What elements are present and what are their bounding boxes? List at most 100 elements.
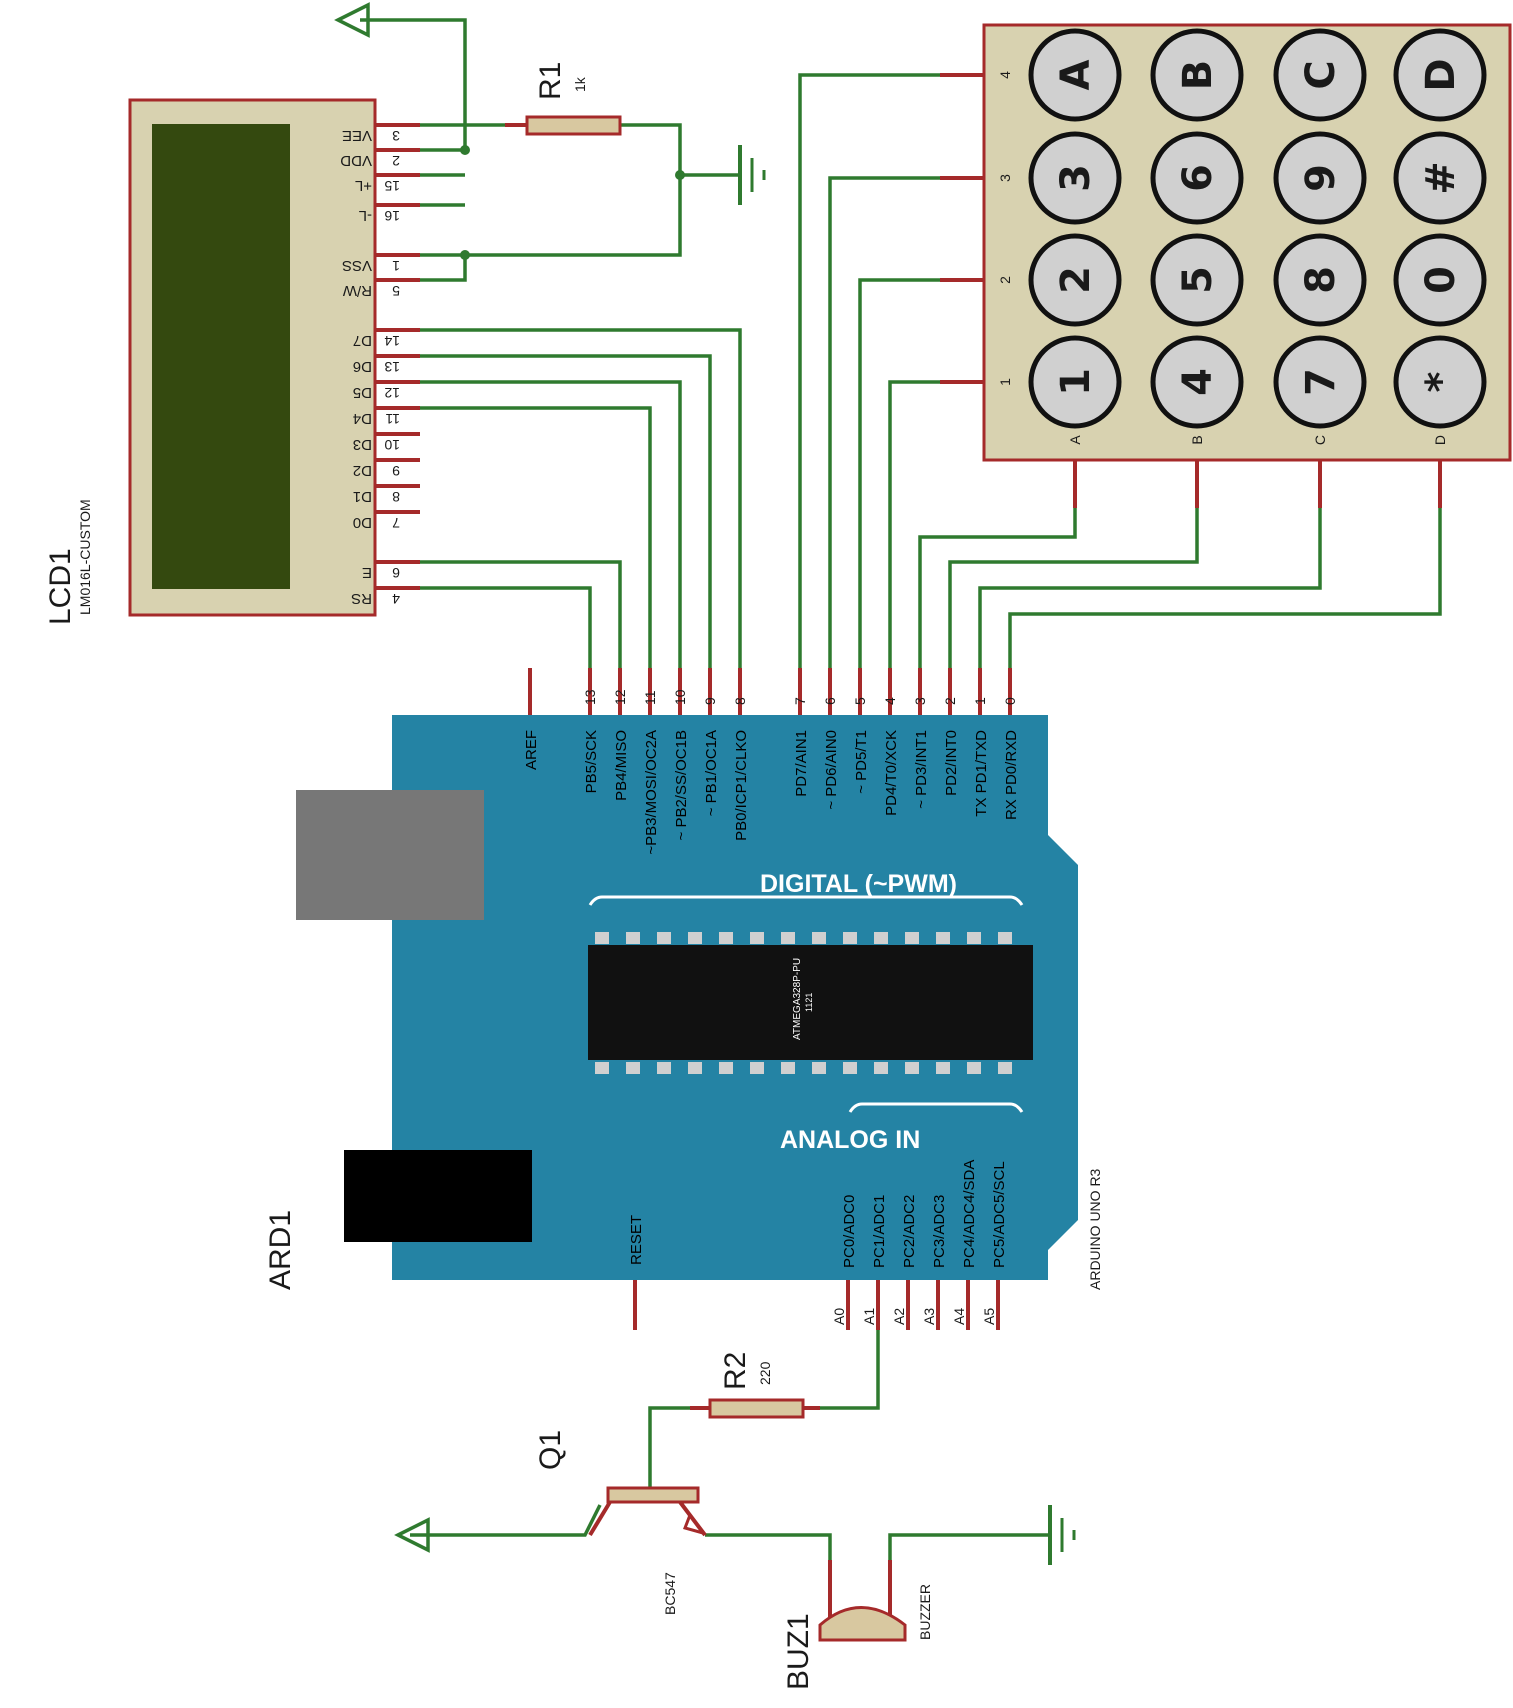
lcd-pin-label: D0 bbox=[353, 514, 372, 531]
keypad-key-2[interactable]: 2 bbox=[1028, 233, 1122, 327]
wire-e bbox=[420, 560, 622, 668]
arduino-analog-pin-label: PC2/ADC2 bbox=[901, 1195, 918, 1268]
keypad-key-A[interactable]: A bbox=[1028, 28, 1122, 122]
junction-dot bbox=[460, 250, 470, 260]
junction-dot bbox=[460, 145, 470, 155]
arduino-digital-pin-number: 1 bbox=[972, 697, 988, 705]
chip-label: ATMEGA328P-PU bbox=[792, 958, 803, 1040]
svg-text:1: 1 bbox=[1053, 368, 1099, 396]
arduino-digital-pin-label: PB0/ICP1/CLKO bbox=[733, 730, 750, 841]
resistor-r1: R1 1k bbox=[505, 62, 622, 136]
keypad-row-pin-label: 2 bbox=[997, 276, 1013, 284]
r1-value: 1k bbox=[572, 76, 588, 92]
ground-symbol-bottom bbox=[1048, 1505, 1076, 1565]
arduino-digital-pin-number: 5 bbox=[852, 697, 868, 705]
keypad-key-D[interactable]: D bbox=[1393, 28, 1487, 122]
wire-rs bbox=[420, 586, 592, 668]
svg-text:C: C bbox=[1298, 60, 1344, 89]
arduino-digital-pin-label: ~ PB1/OC1A bbox=[703, 730, 720, 816]
wire-d5 bbox=[420, 380, 682, 668]
arduino-digital-pin-label: ~ PD3/INT1 bbox=[913, 730, 930, 809]
lcd-pin-label: D2 bbox=[353, 462, 372, 479]
keypad-keys: A 3 2 1 B 6 54 C 9 8 7 D #0 * bbox=[1028, 28, 1487, 429]
keypad-key-1[interactable]: 1 bbox=[1028, 335, 1122, 429]
arduino-digital-pin-number: 11 bbox=[642, 690, 658, 705]
resistor-r2: R2 220 bbox=[690, 1352, 820, 1419]
keypad-key-#[interactable]: # bbox=[1393, 131, 1487, 225]
q1-model: BC547 bbox=[662, 1572, 678, 1615]
arduino-digital-pin-number: 6 bbox=[822, 697, 838, 705]
keypad-key-7[interactable]: 7 bbox=[1273, 335, 1367, 429]
arduino-digital-pin-label: ~ PD6/AIN0 bbox=[823, 730, 840, 810]
lcd-pin-label: D3 bbox=[353, 436, 372, 453]
lcd-pin-label: D1 bbox=[353, 488, 372, 505]
keypad-key-*[interactable]: * bbox=[1393, 335, 1487, 429]
lcd-pin-number: 12 bbox=[384, 385, 400, 401]
arduino-digital-pin-label: RX PD0/RXD bbox=[1003, 730, 1020, 820]
keypad-key-9[interactable]: 9 bbox=[1273, 131, 1367, 225]
svg-text:7: 7 bbox=[1298, 368, 1344, 396]
lcd-pin-number: 15 bbox=[384, 178, 400, 194]
digital-bracket bbox=[588, 895, 1024, 906]
svg-text:*: * bbox=[1418, 371, 1464, 392]
emitter-arrow bbox=[683, 1511, 707, 1536]
lcd-pin-number: 14 bbox=[384, 333, 400, 349]
wire-key-col-b bbox=[948, 508, 1199, 668]
arduino-digital-pin-number: 3 bbox=[912, 697, 928, 705]
keypad-col-pin-label: D bbox=[1432, 435, 1448, 445]
wire-r2-q1-base bbox=[648, 1406, 705, 1488]
power-terminal-top bbox=[334, 2, 370, 38]
wires bbox=[360, 18, 1442, 1590]
lcd-pin-label: D7 bbox=[353, 332, 372, 349]
wire-key-row-4 bbox=[798, 73, 940, 668]
svg-text:#: # bbox=[1418, 161, 1464, 195]
keypad-key-0[interactable]: 0 bbox=[1393, 233, 1487, 327]
keypad-key-3[interactable]: 3 bbox=[1028, 131, 1122, 225]
keypad-key-B[interactable]: B bbox=[1150, 28, 1244, 122]
keypad-key-4[interactable]: 4 bbox=[1150, 335, 1244, 429]
wire-key-row-2 bbox=[858, 278, 940, 668]
svg-text:A: A bbox=[1053, 59, 1099, 90]
keypad-col-pin-label: A bbox=[1067, 435, 1083, 445]
arduino-analog-pin-number: A4 bbox=[951, 1308, 967, 1325]
svg-text:2: 2 bbox=[1053, 266, 1099, 294]
wire-d7 bbox=[420, 328, 742, 668]
wire-d4 bbox=[420, 406, 652, 668]
wire-key-col-d bbox=[1008, 508, 1442, 668]
lcd-pin-label: R/W bbox=[342, 282, 372, 299]
r2-value: 220 bbox=[757, 1361, 773, 1385]
arduino-digital-pin-number: 0 bbox=[1002, 697, 1018, 705]
transistor-q1: Q1 BC547 bbox=[534, 1430, 707, 1615]
wire-key-row-1 bbox=[888, 380, 940, 668]
svg-text:6: 6 bbox=[1175, 164, 1221, 192]
arduino-digital-pin-label: ~ PD5/T1 bbox=[853, 730, 870, 794]
lcd-pin-number: 1 bbox=[392, 258, 400, 274]
svg-text:D: D bbox=[1418, 58, 1464, 91]
arduino-analog-pin-number: A5 bbox=[981, 1308, 997, 1325]
arduino-digital-pin-number: 2 bbox=[942, 697, 958, 705]
buzzer-model: BUZZER bbox=[917, 1584, 933, 1640]
arduino-analog-pin-label: PC5/ADC5/SCL bbox=[991, 1161, 1008, 1268]
lcd-pin-label: -L bbox=[359, 207, 372, 224]
lcd-pin-number: 6 bbox=[392, 565, 400, 581]
wire-q1-collector bbox=[410, 1504, 602, 1537]
svg-text:9: 9 bbox=[1298, 164, 1344, 192]
lcd-pin-number: 2 bbox=[392, 153, 400, 169]
usb-connector bbox=[296, 790, 484, 920]
svg-text:0: 0 bbox=[1418, 266, 1464, 294]
keypad-key-C[interactable]: C bbox=[1273, 28, 1367, 122]
arduino-ref: ARD1 bbox=[264, 1210, 297, 1290]
arduino-digital-pin-label: PD4/T0/XCK bbox=[883, 730, 900, 816]
keypad-key-6[interactable]: 6 bbox=[1150, 131, 1244, 225]
wire-d6 bbox=[420, 354, 712, 668]
lcd-pin-label: D5 bbox=[353, 384, 372, 401]
keypad-key-5[interactable]: 5 bbox=[1150, 233, 1244, 327]
arduino-digital-pin-label: PB5/SCK bbox=[583, 730, 600, 793]
arduino-analog-pin-number: A1 bbox=[861, 1308, 877, 1325]
arduino-digital-pin-label: PB4/MISO bbox=[613, 730, 630, 801]
keypad-key-8[interactable]: 8 bbox=[1273, 233, 1367, 327]
lcd-pin-number: 16 bbox=[384, 208, 400, 224]
